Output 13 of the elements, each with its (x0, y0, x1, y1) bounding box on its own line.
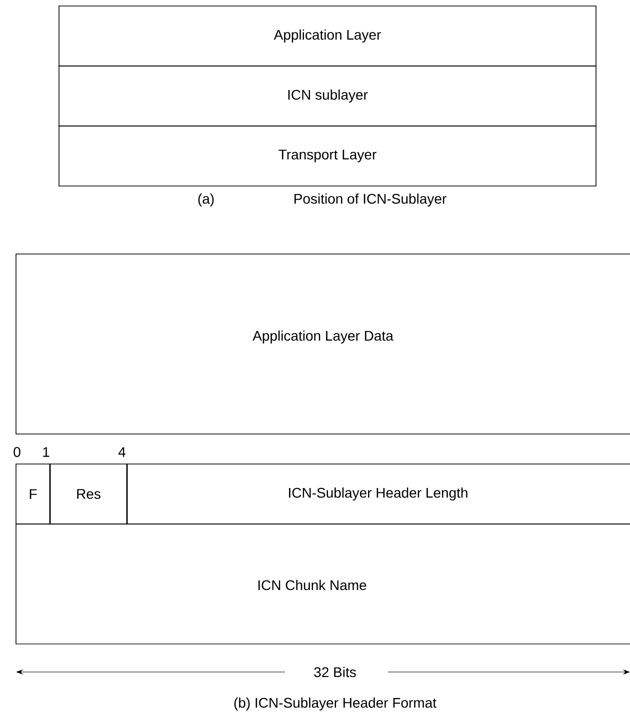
header-field: ICN Chunk Name (16, 524, 630, 644)
bit-number: 1 (43, 447, 50, 457)
header-field: Res (50, 464, 128, 524)
bit-number: 0 (14, 447, 20, 457)
header-field: ICN-Sublayer Header Length (126, 464, 630, 524)
layer-box: ICN sublayer (58, 66, 596, 126)
layer-box: Transport Layer (58, 126, 596, 186)
header-field: F (16, 464, 50, 524)
data-field: Application Layer Data (16, 254, 630, 434)
dimension-label: 32 Bits (314, 666, 356, 678)
layer-box: Application Layer (58, 6, 596, 66)
caption: (b) ICN-Sublayer Header Format (234, 697, 436, 711)
bit-number: 4 (118, 447, 126, 457)
